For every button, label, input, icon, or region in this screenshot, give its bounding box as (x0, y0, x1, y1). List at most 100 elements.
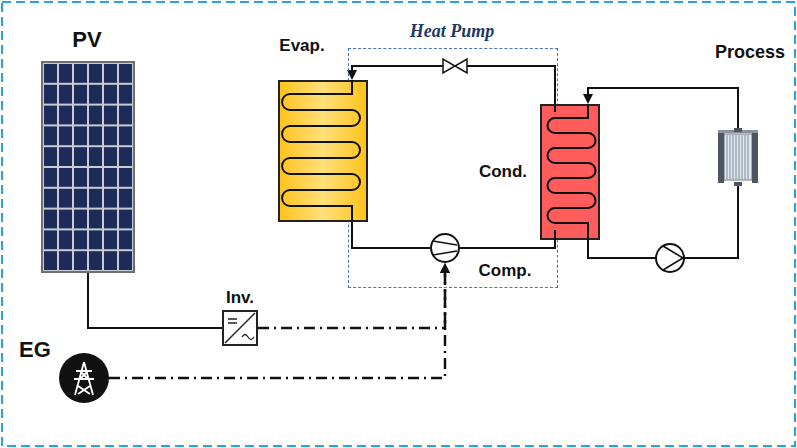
end-frame (718, 131, 724, 183)
solar-cell (89, 147, 102, 166)
solar-cell (59, 147, 72, 166)
solar-cell (89, 85, 102, 104)
solar-cell (119, 251, 132, 270)
inverter-symbol (222, 310, 258, 346)
solar-cell (119, 126, 132, 145)
solar-cell (74, 189, 87, 208)
node-label: Evap. (279, 36, 324, 56)
solar-cell (104, 251, 117, 270)
solar-cell (74, 210, 87, 229)
condenser: Cond. (540, 104, 600, 240)
plate (730, 135, 731, 179)
solar-cell (89, 251, 102, 270)
solar-cell (89, 126, 102, 145)
solar-cell (119, 168, 132, 187)
plate (745, 135, 746, 179)
solar-cell (89, 230, 102, 249)
solar-cell (104, 85, 117, 104)
evaporator-coil (282, 80, 360, 222)
solar-cell (44, 230, 57, 249)
solar-cell (119, 106, 132, 125)
ac-mark (242, 335, 254, 340)
node-label: Inv. (226, 288, 254, 308)
solar-cell (104, 168, 117, 187)
inverter: Inv. (222, 310, 258, 346)
solar-cell (104, 64, 117, 83)
solar-cell (104, 106, 117, 125)
solar-cell (59, 168, 72, 187)
condenser-coil (548, 104, 596, 240)
solar-cell (89, 106, 102, 125)
pipe-line (347, 66, 555, 104)
node-label: Process (715, 42, 785, 63)
connector-line (88, 272, 222, 328)
inverter-diagonal (225, 313, 255, 343)
solar-cell (119, 230, 132, 249)
heat-exchanger-icon (718, 128, 758, 186)
process-exchanger: Process (718, 128, 758, 186)
plate-pack (724, 134, 752, 180)
solar-cell (59, 106, 72, 125)
grid-disc (59, 353, 109, 403)
plate (742, 135, 743, 179)
plate (739, 135, 740, 179)
solar-panel (42, 62, 134, 272)
node-label: PV (72, 27, 101, 52)
solar-cell (104, 189, 117, 208)
solar-cell (119, 64, 132, 83)
solar-cell (119, 189, 132, 208)
connector-line (352, 222, 430, 248)
condenser-shape (540, 104, 600, 240)
evaporator: Evap. (278, 80, 368, 222)
solar-cell (74, 251, 87, 270)
dc-mark (228, 319, 237, 323)
compressor-symbol (430, 233, 460, 263)
solar-cell (44, 85, 57, 104)
solar-cell (59, 251, 72, 270)
plate (727, 135, 728, 179)
electric-grid: EG (59, 353, 109, 403)
expansion-valve (443, 59, 467, 73)
grid-icon (59, 353, 109, 403)
solar-cell (89, 64, 102, 83)
solar-cell (89, 189, 102, 208)
solar-cell (59, 64, 72, 83)
plate (736, 135, 737, 179)
solar-cell (44, 189, 57, 208)
connector-line (258, 273, 445, 328)
port (734, 182, 742, 186)
valve-half (455, 59, 467, 73)
connector-line (109, 273, 445, 378)
solar-cell (119, 210, 132, 229)
group-title: Heat Pump (410, 21, 495, 42)
solar-cell (104, 147, 117, 166)
solar-cell (119, 85, 132, 104)
solar-cell (44, 106, 57, 125)
pylon (74, 362, 94, 395)
valve-half (443, 59, 455, 73)
solar-cell (89, 210, 102, 229)
solar-cell (44, 168, 57, 187)
solar-cell (59, 189, 72, 208)
solar-cell (59, 126, 72, 145)
refrigerant-stub (554, 104, 556, 240)
solar-cell (44, 147, 57, 166)
solar-cell (74, 168, 87, 187)
solar-cell (59, 230, 72, 249)
evaporator-box (279, 81, 367, 221)
end-frame (752, 131, 758, 183)
condenser-box (541, 105, 599, 239)
pipe-line (583, 88, 738, 128)
arrowhead (583, 94, 593, 104)
power-line (258, 263, 450, 328)
pipe-line (88, 272, 222, 328)
solar-cell (44, 64, 57, 83)
evaporator-shape (278, 80, 368, 222)
pipe-line (460, 240, 555, 248)
pump-mark (663, 246, 683, 270)
compressor-body (431, 234, 459, 262)
solar-cell (104, 210, 117, 229)
node-label: EG (19, 337, 51, 362)
solar-cell (104, 126, 117, 145)
